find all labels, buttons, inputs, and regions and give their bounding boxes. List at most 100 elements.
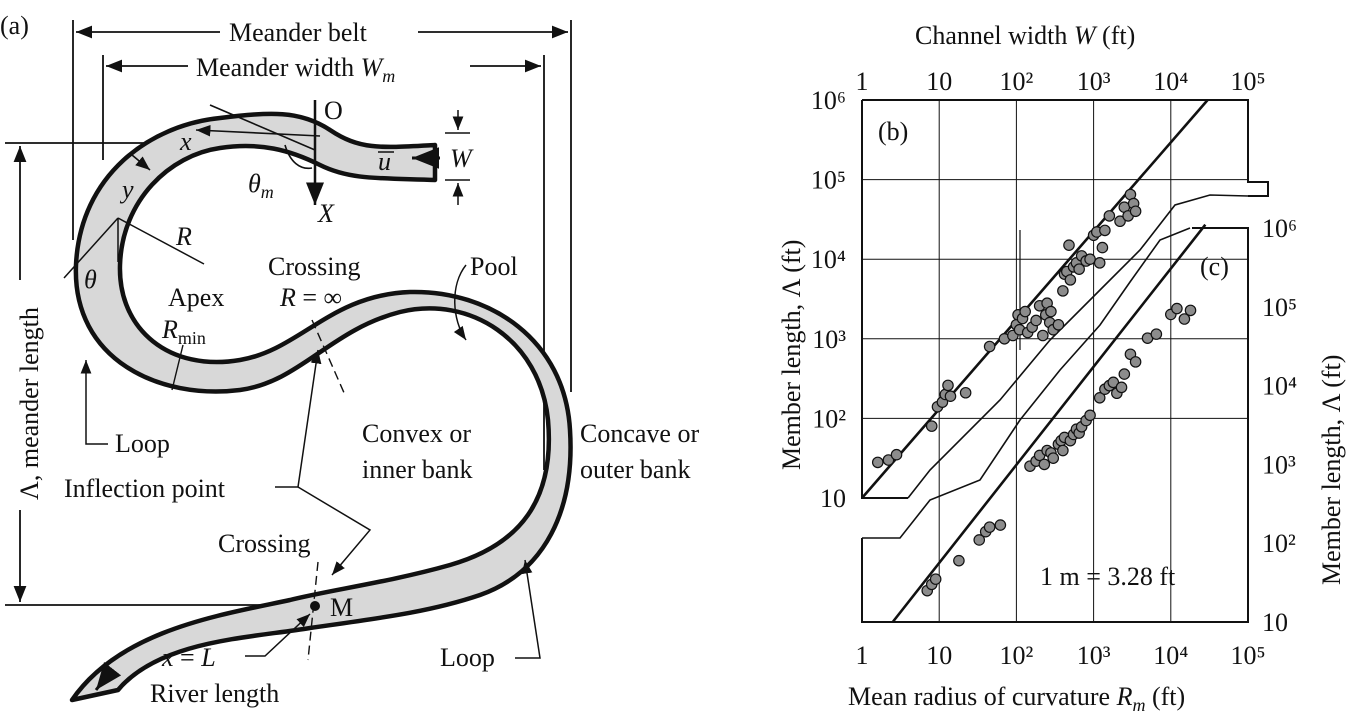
axis-ticks: 11101010²10²10³10³10⁴10⁴10⁵10⁵1010²10³10… [811, 67, 1297, 670]
top-tick-label: 10 [926, 67, 952, 96]
crossing-top-r: R = ∞ [279, 283, 342, 312]
data-point-b [1052, 318, 1065, 331]
data-point-b [871, 456, 884, 469]
data-point-b [944, 390, 957, 403]
bottom-tick-label: 10⁴ [1153, 641, 1188, 670]
data-point-b [1064, 274, 1077, 286]
right-tick-label: 10² [1262, 529, 1296, 558]
left-tick-label: 10⁴ [811, 245, 846, 274]
bottom-tick-label: 10² [1000, 641, 1034, 670]
data-point-b [1084, 253, 1096, 266]
data-point-b [1103, 210, 1116, 222]
x-axis-label: x [179, 127, 192, 156]
data-point-b [882, 454, 895, 466]
data-point-c [973, 534, 986, 546]
data-point-c [953, 554, 965, 567]
left-tick-label: 10 [820, 484, 846, 513]
loop-right-label: Loop [440, 643, 495, 672]
right-tick-label: 10⁵ [1262, 293, 1297, 322]
x-eq-L-label: x = L [161, 643, 216, 672]
data-point-b [1096, 241, 1109, 254]
data-point-b [1099, 224, 1111, 237]
river-length-label: River length [150, 679, 279, 708]
data-point-c [1047, 452, 1060, 464]
y-axis-label: y [119, 175, 134, 204]
conversion-note: 1 m = 3.28 ft [1040, 562, 1176, 591]
series-c [891, 223, 1207, 623]
data-point-b [959, 386, 972, 399]
left-tick-label: 10⁶ [811, 86, 846, 115]
u-bar-label: u [378, 147, 391, 176]
data-point-c [1084, 409, 1096, 422]
data-point-b [1045, 305, 1057, 318]
panel-b-tag: (b) [878, 117, 908, 146]
radius-R-label: R [175, 222, 192, 251]
data-point-c [1107, 376, 1120, 389]
panel-c-tag: (c) [1200, 252, 1229, 281]
panel-a: (a) Meander belt Meander width Wm Λ, mea… [0, 11, 699, 708]
left-axis-title: Member length, Λ (ft) [777, 240, 806, 470]
top-tick-label: 10⁴ [1153, 67, 1188, 96]
concave-label-1: Concave or [580, 419, 699, 448]
data-point-c [1057, 444, 1069, 457]
plot-frame [861, 99, 1269, 623]
data-point-b [925, 420, 938, 432]
data-point-c [1178, 313, 1191, 325]
fit-line-c [891, 223, 1207, 623]
bottom-tick-label: 10 [926, 641, 952, 670]
data-point-c [983, 521, 996, 533]
bottom-tick-label: 10³ [1077, 641, 1111, 670]
loop-left-label: Loop [115, 429, 170, 458]
bottom-axis-title: Mean radius of curvature Rm (ft) [848, 682, 1185, 715]
bottom-tick-label: 10⁵ [1230, 641, 1265, 670]
data-point-b [1037, 329, 1049, 342]
fit-line-b [861, 99, 1209, 499]
panel-a-tag: (a) [0, 11, 29, 40]
right-tick-label: 10⁴ [1262, 372, 1297, 401]
theta-label: θ [84, 265, 97, 294]
left-tick-label: 10² [812, 404, 846, 433]
river-channel [69, 111, 573, 703]
origin-label: O [324, 96, 343, 125]
data-point-b [1019, 305, 1031, 318]
data-point-b [1129, 205, 1142, 218]
data-point-b [1073, 263, 1085, 275]
inflection-label: Inflection point [64, 474, 226, 503]
data-point-b [890, 448, 903, 461]
data-point-c [1171, 302, 1183, 315]
data-point-b [1063, 239, 1075, 251]
top-tick-label: 1 [856, 67, 869, 96]
convex-label-2: inner bank [362, 455, 472, 484]
rmin-label: Rmin [161, 315, 206, 348]
data-point-c [1129, 356, 1142, 368]
top-tick-label: 10² [1000, 67, 1034, 96]
data-point-c [1118, 368, 1131, 380]
data-point-b [1057, 285, 1069, 297]
right-tick-label: 10 [1262, 608, 1288, 637]
meander-length-label: Λ, meander length [15, 307, 44, 500]
plot-grid [862, 100, 1248, 622]
data-point-b [1114, 215, 1126, 228]
data-point-b [1030, 314, 1042, 327]
right-tick-label: 10³ [1262, 450, 1296, 479]
data-point-c [1115, 381, 1128, 394]
apex-label: Apex [168, 283, 224, 312]
top-axis-title: Channel width W (ft) [915, 21, 1135, 50]
convex-label-1: Convex or [362, 419, 471, 448]
data-point-b [983, 340, 996, 353]
data-point-c [994, 519, 1007, 531]
data-point-c [929, 573, 942, 585]
crossing-bottom-label: Crossing [218, 529, 310, 558]
series-b [861, 99, 1209, 499]
meander-belt-label: Meander belt [229, 18, 368, 47]
data-point-b [1093, 257, 1106, 269]
pool-label: Pool [470, 252, 518, 281]
crossing-top-label: Crossing [268, 252, 360, 281]
right-tick-label: 10⁶ [1262, 214, 1297, 243]
left-tick-label: 10³ [812, 325, 846, 354]
width-W-label: W [450, 144, 474, 173]
data-point-c [1150, 328, 1163, 340]
top-tick-label: 10⁵ [1230, 67, 1265, 96]
panel-bc: Channel width W (ft) Mean radius of curv… [777, 21, 1346, 715]
